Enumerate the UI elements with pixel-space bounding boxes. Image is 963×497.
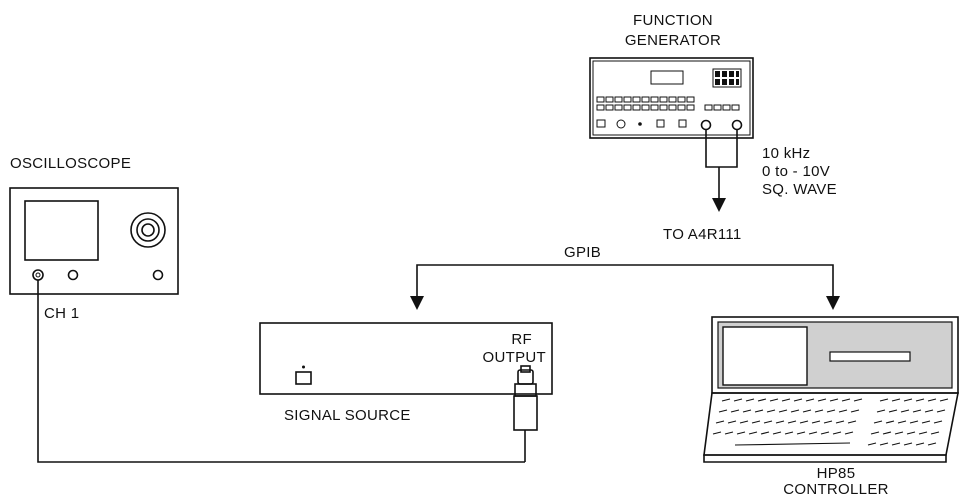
function-generator-cable <box>705 130 738 212</box>
hp85-screen <box>722 326 808 386</box>
hp85-tape-slot <box>829 351 911 362</box>
oscilloscope-screen <box>24 200 99 261</box>
oscilloscope-knob <box>130 212 166 248</box>
gpib-arrow-controller <box>826 296 840 310</box>
oscilloscope <box>9 187 179 295</box>
function-generator-readout <box>712 68 742 88</box>
function-generator-output-connector-2 <box>731 119 743 131</box>
function-generator-buttons <box>596 96 740 129</box>
hp85-keyboard <box>703 392 959 456</box>
function-generator-output-connector-1 <box>700 119 712 131</box>
signal-spec-frequency: 10 kHz <box>762 145 811 162</box>
signal-spec-amplitude: 0 to - 10V <box>762 163 830 180</box>
gpib-arrow-signal-source <box>410 296 424 310</box>
signal-source-label: SIGNAL SOURCE <box>284 407 411 424</box>
rf-output-connector <box>513 365 538 462</box>
rf-output-label-1: RF <box>511 331 532 348</box>
ch1-label: CH 1 <box>44 305 79 322</box>
function-generator-display <box>650 70 684 85</box>
rf-output-label-2: OUTPUT <box>483 349 546 366</box>
hp85-controller <box>703 316 959 463</box>
oscilloscope-label: OSCILLOSCOPE <box>10 155 131 172</box>
function-generator <box>589 57 754 139</box>
ch1-cable <box>37 280 525 463</box>
to-a4r111-label: TO A4R111 <box>663 226 742 243</box>
hp85-keys <box>712 398 949 446</box>
hp85-label-1: HP85 <box>817 465 856 482</box>
hp85-label-2: CONTROLLER <box>783 481 889 497</box>
signal-source <box>259 322 553 462</box>
signal-spec-waveform: SQ. WAVE <box>762 181 837 198</box>
signal-source-switch <box>295 371 312 385</box>
function-generator-label-1: FUNCTION <box>633 12 713 29</box>
function-generator-label-2: GENERATOR <box>625 32 721 49</box>
gpib-bus <box>410 264 840 310</box>
gpib-label: GPIB <box>564 244 601 261</box>
arrow-to-a4r111 <box>712 198 726 212</box>
oscilloscope-ch1-connector <box>32 269 44 281</box>
